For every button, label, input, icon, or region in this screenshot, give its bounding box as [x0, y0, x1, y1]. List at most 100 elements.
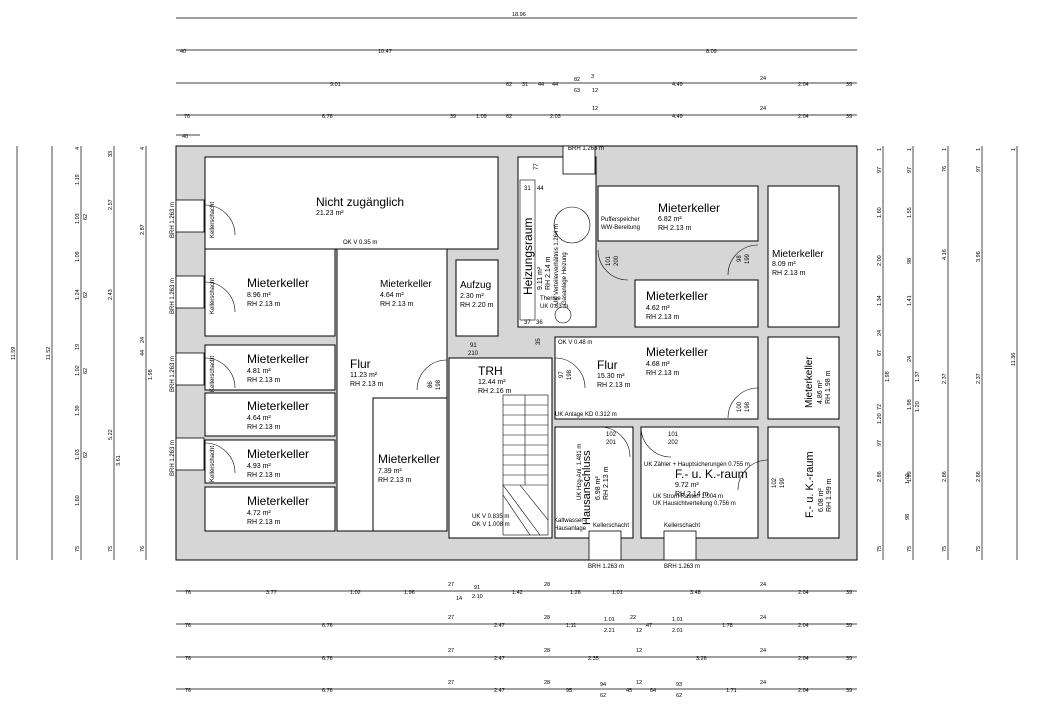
door-dim: 198: [745, 401, 751, 412]
annotation: BRH 1.263 m: [664, 564, 700, 570]
dim-label: 75: [976, 546, 982, 552]
dim-label: 1.01: [604, 617, 615, 623]
dim-label: 14: [456, 596, 462, 602]
room-rh: RH 2.14 m: [545, 256, 552, 290]
dim-label: 1.03: [75, 449, 81, 460]
room-rh: RH 2.16 m: [478, 388, 512, 395]
room-area: 6.82 m²: [658, 216, 682, 223]
room-name: Hausanschluss: [581, 450, 593, 525]
dim-label: 24: [907, 356, 913, 362]
dim-label: 1.09: [476, 114, 487, 120]
annotation: Kaltwasser-: [554, 518, 585, 524]
dim-label: 2.87: [140, 224, 146, 235]
dim-label: 1.41: [907, 295, 913, 306]
dim-label: 1.55: [907, 207, 913, 218]
annotation: OK V 0.35 m: [343, 240, 377, 246]
dim-label: 28: [544, 680, 550, 686]
annotation: OK V 0.48 m: [558, 340, 592, 346]
dim-label: 5.22: [108, 429, 114, 440]
dim-label: 39: [846, 688, 852, 694]
room-area: 4.62 m²: [646, 305, 670, 312]
dim-label: 1.20: [915, 401, 921, 412]
dim-label: 93: [676, 682, 682, 688]
dim-label: 2.43: [108, 289, 114, 300]
room-rh: RH 2.13 m: [247, 519, 281, 526]
dim-label: 2.04: [798, 623, 809, 629]
door-dim: 198: [567, 369, 573, 380]
dim-label: 39: [846, 590, 852, 596]
dim-label: 2.86: [976, 471, 982, 482]
doors: [204, 204, 769, 491]
room-mieterkeller-5: [204, 439, 336, 484]
door-swing: [416, 359, 448, 391]
dim-label: 1.98: [885, 371, 891, 382]
door-dim: 199: [745, 253, 751, 264]
dim-label: 2.00: [877, 255, 883, 266]
dim-label: 2.04: [798, 590, 809, 596]
door-swing: [204, 442, 236, 474]
door-dim: 100: [737, 401, 743, 412]
door-swing: [737, 459, 769, 491]
dim-label: 3.77: [266, 590, 277, 596]
room-area: 4.86 m²: [817, 380, 824, 404]
dim-label: 1.99: [907, 471, 913, 482]
dim-label: 98: [907, 258, 913, 264]
left-dimensions: 11.59 11.52 4 1.19 1.03 62 1.09 1.24 62 …: [11, 146, 154, 560]
dim-label: 2.47: [494, 623, 505, 629]
door-swing: [599, 426, 631, 458]
dim-label: 2.04: [798, 82, 809, 88]
annotation: UK Hzg-Anl. 1.481 m: [577, 444, 583, 500]
dim-label: 6.76: [322, 114, 333, 120]
dim-label: 2.04: [798, 688, 809, 694]
dim-label: 2.47: [494, 656, 505, 662]
dim-label: 24: [877, 330, 883, 336]
dim-label: 75: [75, 546, 81, 552]
dim-overall-width: 18.96: [512, 12, 526, 18]
dim-label: 12: [636, 628, 642, 634]
annotation: Kellerschacht: [664, 523, 700, 529]
windows: [175, 145, 697, 561]
room-name: Mieterkeller: [247, 494, 309, 508]
dim-label: 35: [536, 338, 542, 345]
dim-label: 24: [760, 615, 766, 621]
door-dim: 101: [606, 255, 612, 266]
dim-label: 76: [140, 546, 146, 552]
door-dim: 101: [668, 432, 679, 438]
dim-label: 97: [976, 166, 982, 172]
dim-label: 28: [544, 582, 550, 588]
dim-label: 62: [676, 693, 682, 699]
dim-label: 12: [636, 680, 642, 686]
annotations: BRH 1.263 m BRH 1.263 m BRH 1.263 m BRH …: [170, 146, 786, 570]
dim-label: 2.37: [942, 373, 948, 384]
dim-label: 62: [83, 214, 89, 220]
dim-label: 64: [650, 688, 656, 694]
door-dim: 202: [668, 440, 679, 446]
room-name: Mieterkeller: [772, 249, 824, 260]
annotation: UK Hausichtverteilung 0.756 m: [653, 501, 736, 507]
dim-label: 4: [140, 147, 146, 150]
dim-label: 12: [592, 88, 598, 94]
annotation: Kellerschacht: [210, 356, 216, 392]
dim-label: 1.02: [905, 473, 911, 484]
door-swing: [727, 387, 759, 419]
dim-label: 27: [448, 615, 454, 621]
window-top: [562, 145, 596, 175]
dim-label: 39: [846, 656, 852, 662]
room-rh: RH 2.13 m: [646, 314, 680, 321]
dim-label: 1.71: [726, 688, 737, 694]
dim-label: 4.49: [672, 82, 683, 88]
annotation: BRH 1.263 m: [170, 202, 176, 238]
dim-label: 98: [905, 514, 911, 520]
room-area: 4.68 m²: [646, 361, 670, 368]
dim-label: 2.03: [550, 114, 561, 120]
dim-label: 1.19: [75, 174, 81, 185]
room-nicht-zugaenglich: [204, 156, 499, 250]
dim-label: 2.35: [588, 656, 599, 662]
dim-label: 75: [942, 546, 948, 552]
room-rh: RH 2.13 m: [247, 301, 281, 308]
dim-label: 72: [877, 404, 883, 410]
dim-label: 27: [448, 680, 454, 686]
window-left-4: [175, 437, 205, 471]
dim-label: 75: [877, 546, 883, 552]
dim-label: 2.47: [494, 688, 505, 694]
